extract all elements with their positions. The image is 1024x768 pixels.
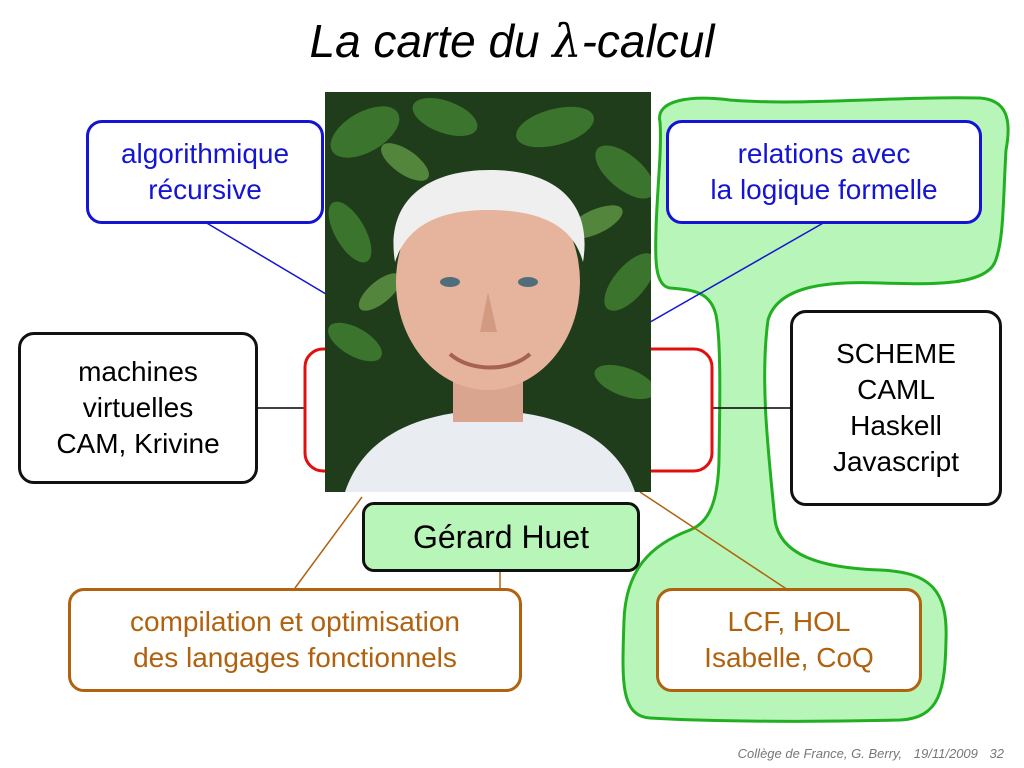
slide-footer: Collège de France, G. Berry, 19/11/2009 … [730, 746, 1004, 761]
person-name-label: Gérard Huet [362, 502, 640, 572]
person-name: Gérard Huet [412, 519, 590, 555]
footer-page-number: 32 [989, 746, 1004, 761]
green-highlight-region [621, 96, 1010, 723]
box-langages-line-3: Haskell [850, 410, 942, 441]
box-algorithmique: algorithmique récursive [86, 120, 324, 224]
box-provers-line-1: LCF, HOL [727, 606, 851, 637]
box-machines-line-3: CAM, Krivine [56, 428, 220, 459]
title-text-end: -calcul [581, 15, 715, 67]
box-compilation-line-2: des langages fonctionnels [133, 642, 457, 673]
box-langages-line-2: CAML [857, 374, 935, 405]
title-text-start: La carte du [309, 15, 553, 67]
box-machines: machines virtuelles CAM, Krivine [18, 332, 258, 484]
box-logique: relations avec la logique formelle [666, 120, 982, 224]
footer-source: Collège de France, G. Berry, [737, 746, 903, 761]
box-logique-line-1: relations avec [737, 138, 911, 169]
portrait-illustration [325, 92, 651, 492]
lambda-symbol: λ [552, 14, 582, 68]
box-langages-line-4: Javascript [832, 446, 960, 477]
box-logique-line-2: la logique formelle [710, 174, 938, 205]
box-compilation: compilation et optimisation des langages… [68, 588, 522, 692]
slide-title: La carte du λ-calcul [0, 14, 1024, 68]
connector-algorithmique [204, 221, 337, 301]
box-machines-line-2: virtuelles [82, 392, 194, 423]
box-provers-line-2: Isabelle, CoQ [704, 642, 874, 673]
portrait-photo [325, 92, 651, 492]
box-compilation-line-1: compilation et optimisation [130, 606, 460, 637]
connector-compilation [294, 496, 363, 589]
box-algorithmique-line-1: algorithmique [120, 138, 290, 169]
connector-provers [639, 491, 789, 591]
box-algorithmique-line-2: récursive [148, 174, 262, 205]
footer-date: 19/11/2009 [913, 746, 978, 761]
connector-logique [644, 221, 826, 326]
box-machines-line-1: machines [78, 356, 198, 387]
box-langages-line-1: SCHEME [836, 338, 956, 369]
box-langages: SCHEME CAML Haskell Javascript [790, 310, 1002, 506]
box-provers: LCF, HOL Isabelle, CoQ [656, 588, 922, 692]
